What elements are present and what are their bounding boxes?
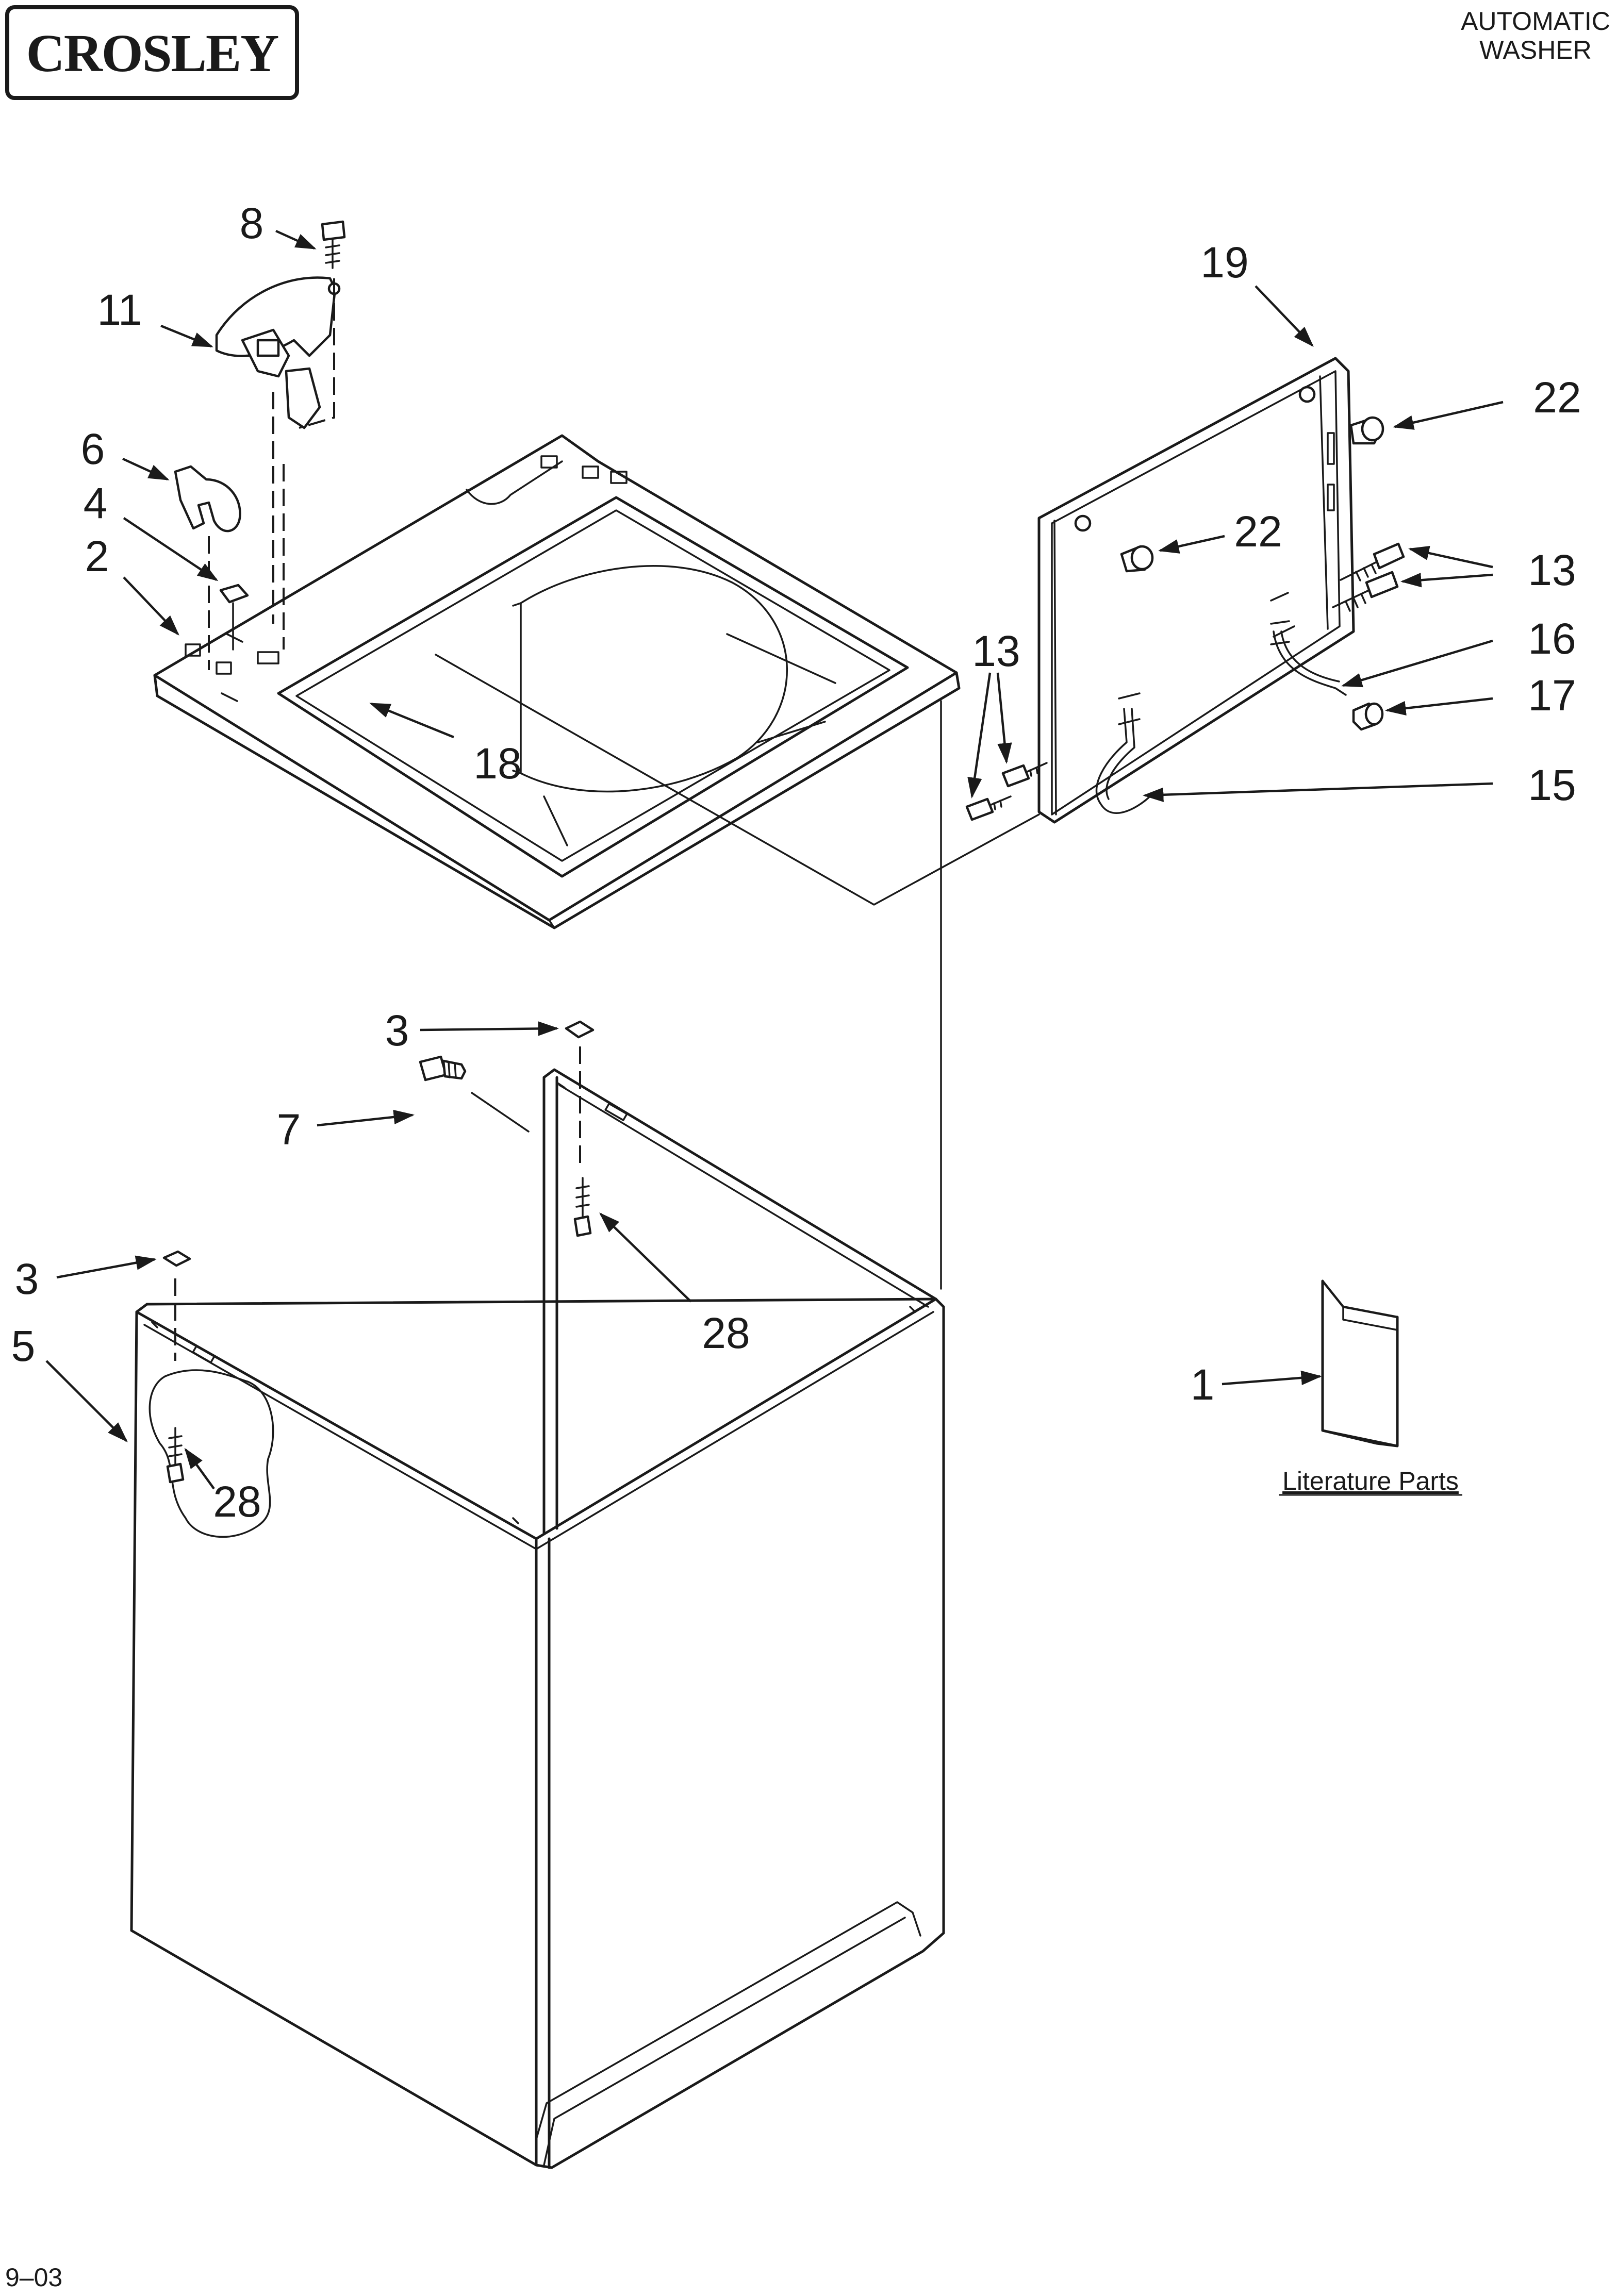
callout-3-rear: 3 bbox=[385, 1006, 409, 1055]
callout-3-left: 3 bbox=[15, 1255, 39, 1303]
wire-clip-part-6 bbox=[174, 465, 241, 533]
callout-13-left: 13 bbox=[972, 627, 1020, 675]
callout-15: 15 bbox=[1528, 761, 1576, 809]
callout-1: 1 bbox=[1191, 1360, 1215, 1409]
console-rear-panel-part-19 bbox=[1037, 357, 1355, 824]
wire-harness-part-15 bbox=[1095, 692, 1151, 814]
top-panel-part-2 bbox=[153, 434, 961, 929]
callout-28-cutaway: 28 bbox=[213, 1477, 261, 1526]
callout-2: 2 bbox=[85, 532, 109, 580]
date-code: 9–03 bbox=[5, 2263, 62, 2292]
callout-19: 19 bbox=[1200, 238, 1248, 287]
screw-part-7 bbox=[419, 1055, 467, 1082]
clip-part-3-left bbox=[162, 1250, 191, 1267]
cabinet-cutaway-view bbox=[148, 1369, 274, 1538]
product-title-line2: WASHER bbox=[1479, 36, 1592, 64]
callout-16: 16 bbox=[1528, 614, 1576, 663]
brand-name: CROSLEY bbox=[26, 24, 279, 83]
clip-part-3-rear bbox=[565, 1020, 595, 1039]
lid-switch-part-11 bbox=[215, 276, 337, 429]
callout-labels: 8 11 6 4 2 18 19 22 22 13 13 16 17 15 3 … bbox=[11, 199, 1581, 1526]
callout-leaders bbox=[45, 229, 1504, 1490]
screws-part-13-left bbox=[965, 762, 1048, 821]
callout-8: 8 bbox=[240, 199, 264, 247]
callout-13-right: 13 bbox=[1528, 546, 1576, 594]
callout-17: 17 bbox=[1528, 671, 1576, 720]
callout-7: 7 bbox=[277, 1105, 301, 1154]
brand-logo: CROSLEY bbox=[5, 5, 299, 100]
product-title-line1: AUTOMATIC bbox=[1461, 7, 1610, 36]
clip-part-4 bbox=[219, 584, 249, 651]
screw-part-28-cutaway bbox=[166, 1427, 185, 1484]
plug-button-part-22-upper bbox=[1349, 416, 1384, 445]
callout-28-rear: 28 bbox=[702, 1309, 750, 1357]
cabinet-part-5 bbox=[130, 1068, 945, 2169]
callout-6: 6 bbox=[81, 425, 105, 473]
callout-4: 4 bbox=[84, 479, 108, 527]
callout-22-lower: 22 bbox=[1234, 507, 1282, 556]
literature-parts-part-1 bbox=[1321, 1279, 1399, 1448]
screws-part-13-right bbox=[1332, 542, 1405, 612]
callout-18: 18 bbox=[473, 739, 521, 788]
plug-button-part-22-lower bbox=[1120, 545, 1154, 573]
literature-parts-label: Literature Parts bbox=[1282, 1467, 1459, 1495]
connector-part-17 bbox=[1352, 702, 1384, 731]
harness-part-16 bbox=[1270, 620, 1347, 696]
callout-11: 11 bbox=[97, 286, 142, 334]
callout-22-upper: 22 bbox=[1533, 373, 1581, 422]
callout-5: 5 bbox=[11, 1322, 36, 1370]
screw-part-28-rear bbox=[573, 1177, 592, 1237]
